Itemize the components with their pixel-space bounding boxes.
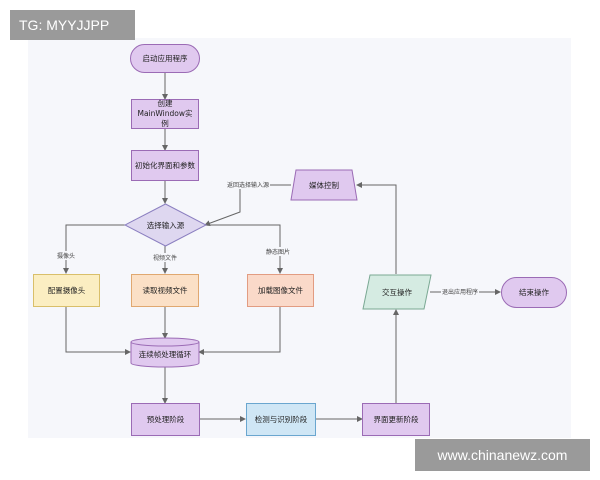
node-media-trapezoid [290, 169, 358, 201]
node-preprocess: 预处理阶段 [131, 403, 200, 436]
node-end: 结束操作 [501, 277, 567, 308]
node-start: 启动应用程序 [130, 44, 200, 73]
node-image: 加载图像文件 [247, 274, 314, 307]
node-update: 界面更新阶段 [362, 403, 430, 436]
node-select-diamond [124, 203, 207, 247]
edge-label-back: 返回选择输入源 [226, 180, 271, 189]
node-interact-parallelogram [362, 274, 432, 310]
node-media-label: 媒体控制 [309, 180, 339, 190]
edge-label-video: 视频文件 [152, 253, 179, 262]
node-camera: 配置摄像头 [33, 274, 100, 307]
edge-interact-media [356, 182, 397, 274]
node-detect: 检测与识别阶段 [246, 403, 316, 436]
edge-camera-loop [65, 307, 131, 355]
edge-image-loop [198, 307, 281, 355]
edge-label-image: 静态图片 [265, 247, 292, 256]
edge-label-exit: 退出应用程序 [441, 287, 480, 296]
watermark-tag: TG: MYYJJPP [10, 10, 135, 40]
watermark-site: www.chinanewz.com [415, 439, 590, 471]
node-loop-cylinder [130, 337, 200, 368]
edge-select-camera [63, 224, 126, 274]
node-create-mainwindow: 创建MainWindow实例 [131, 99, 199, 129]
node-video: 读取视频文件 [131, 274, 199, 307]
diagram-canvas [28, 38, 571, 438]
node-select-label: 选择输入源 [146, 220, 185, 230]
edge-media-select [204, 184, 291, 227]
edge-label-camera: 摄像头 [56, 251, 77, 260]
edge-select-image [205, 224, 283, 274]
node-init: 初始化界面和参数 [131, 150, 199, 181]
node-interact-label: 交互操作 [382, 287, 412, 297]
node-loop-label: 连续帧处理循环 [138, 349, 192, 359]
